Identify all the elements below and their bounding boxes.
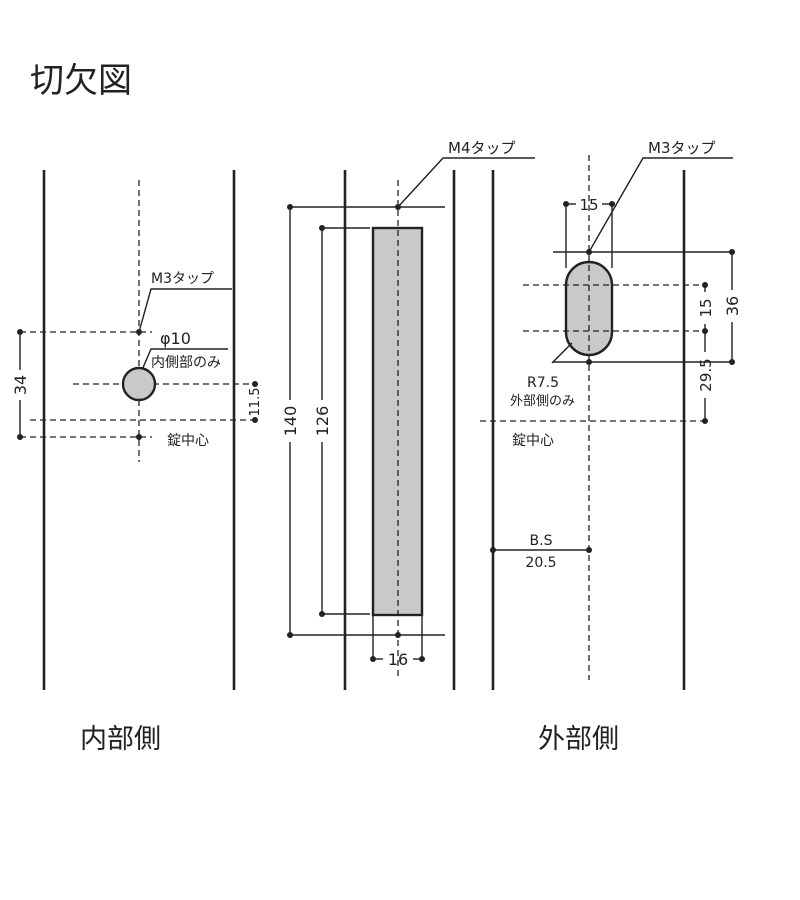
radius-note-label: 外部側のみ: [510, 394, 575, 409]
leader-line: [551, 342, 573, 364]
inner-tap-label: M3タップ: [151, 271, 214, 287]
leader-line: [588, 157, 733, 253]
outer-m3-tap-label: M3タップ: [648, 139, 716, 157]
dim-15-label: 15: [697, 298, 715, 317]
leader-line: [141, 348, 228, 371]
backset-value: 20.5: [525, 555, 556, 571]
dim-width-15-label: 15: [579, 196, 598, 214]
lock-center-label: 錠中心: [167, 433, 209, 449]
m4-tap-label: M4タップ: [448, 139, 516, 157]
outer-side-label: 外部側: [538, 724, 619, 755]
hole-note-label: 内側部のみ: [151, 355, 221, 371]
dim-36-label: 36: [723, 296, 742, 316]
round-hole-cutout: [121, 366, 157, 402]
leader-line: [397, 157, 535, 208]
leader-line: [138, 288, 232, 333]
radius-label: R7.5: [527, 375, 559, 391]
inner-side-label: 内部側: [80, 724, 161, 755]
dim-11-5-label: 11.5: [248, 388, 263, 417]
diagram-title: 切欠図: [30, 61, 132, 101]
dim-34-label: 34: [11, 375, 30, 395]
outer-lock-center-label: 錠中心: [512, 433, 554, 449]
backset-label: B.S: [530, 533, 553, 549]
inner-side-panel: M3タップ φ10 内側部のみ 11.5 錠中心 34 内部側: [11, 170, 263, 755]
dim-140-label: 140: [281, 406, 300, 437]
outer-side-panel: M3タップ 15 36 15 29.5 R7.5 外部側のみ 錠中心 B.S 2…: [480, 139, 742, 755]
hole-diameter-label: φ10: [160, 329, 191, 348]
dim-16-label: 16: [388, 650, 408, 669]
edge-panel: M4タップ 140 126 16: [281, 139, 535, 690]
dim-126-label: 126: [313, 406, 332, 437]
dim-29-5-label: 29.5: [697, 358, 715, 391]
